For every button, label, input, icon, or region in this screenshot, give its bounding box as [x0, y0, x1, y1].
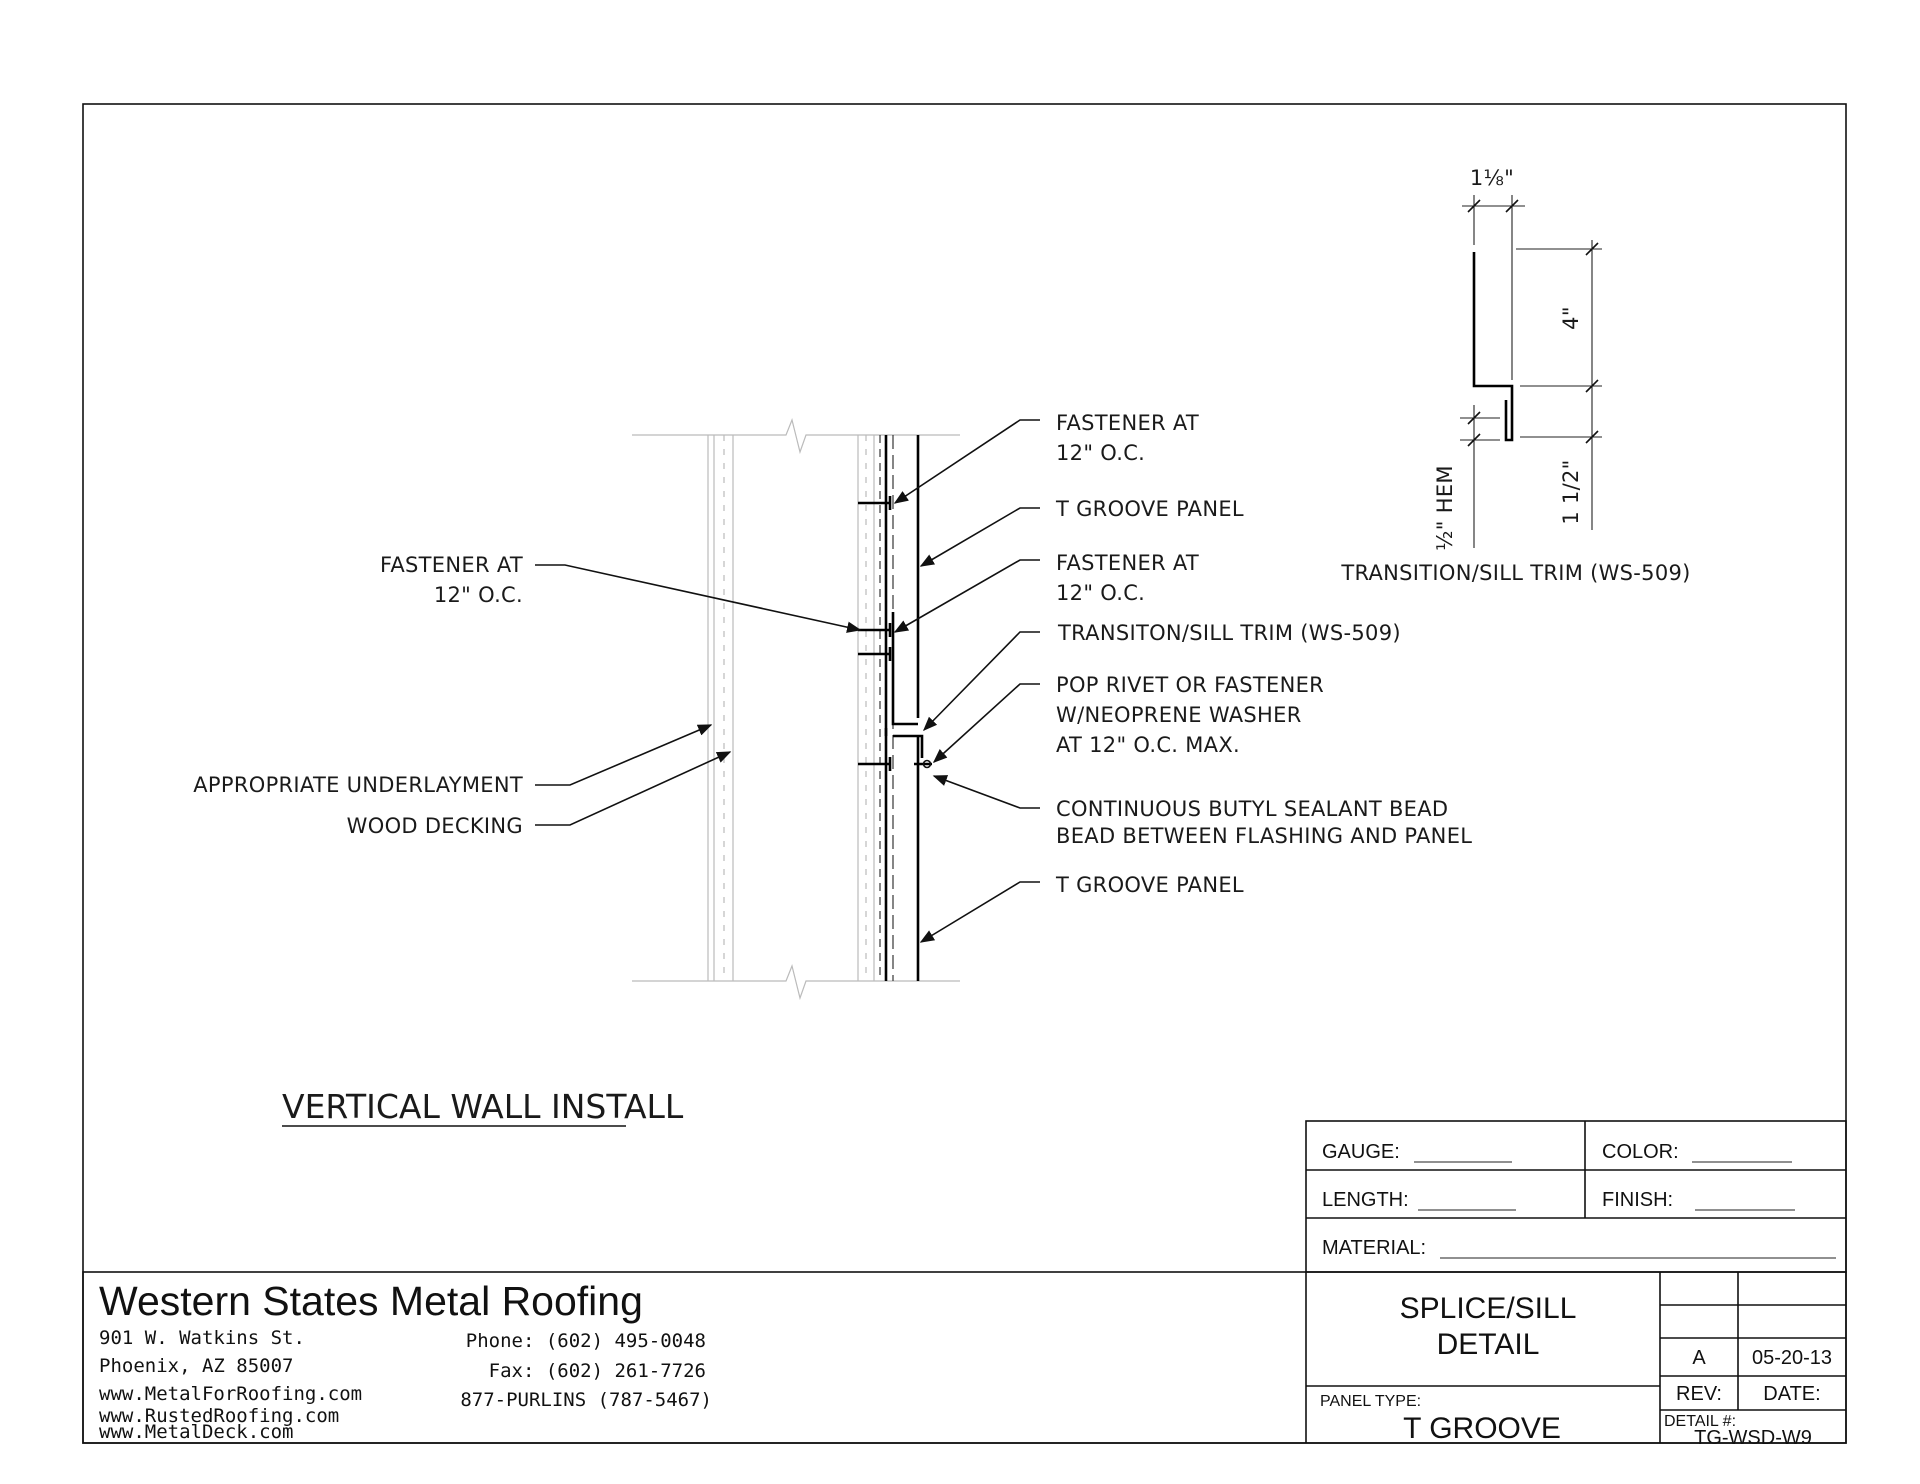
company-website[interactable]: www.RustedRoofing.com: [99, 1405, 339, 1427]
company-phone: Phone: (602) 495-0048: [466, 1330, 706, 1352]
callout-text: FASTENER AT: [1056, 551, 1199, 575]
wall-section: [632, 418, 960, 1001]
screw-icon: [858, 757, 892, 771]
callout-text: T GROOVE PANEL: [1055, 497, 1244, 521]
company-website[interactable]: www.MetalDeck.com: [99, 1421, 293, 1443]
t-groove-panel-shape: [884, 435, 920, 981]
callout-underlayment: APPROPRIATE UNDERLAYMENT: [193, 724, 713, 797]
callout-text: 12" O.C.: [434, 583, 523, 607]
rivet-icon: [914, 759, 932, 769]
drawing-title: VERTICAL WALL INSTALL: [282, 1087, 684, 1127]
title-block: GAUGE: COLOR: LENGTH: FINISH: MATERIAL:: [82, 1120, 1847, 1449]
company-info: Western States Metal Roofing 901 W. Watk…: [99, 1278, 712, 1443]
underlayment-layer: [857, 435, 881, 981]
company-tollfree: 877-PURLINS (787-5467): [460, 1389, 712, 1411]
screw-fasteners: [858, 496, 932, 771]
detail-number-value: TG-WSD-W9: [1694, 1427, 1812, 1449]
dim-height-text: 4": [1559, 306, 1583, 330]
callout-t-groove-panel-top: T GROOVE PANEL: [919, 497, 1244, 567]
callout-wood-decking: WOOD DECKING: [347, 751, 732, 838]
callout-text: FASTENER AT: [380, 553, 523, 577]
dim-bottom-text: 1 1/2": [1559, 459, 1583, 524]
length-field[interactable]: LENGTH:: [1322, 1189, 1516, 1211]
rev-label: REV:: [1676, 1383, 1722, 1405]
rev-value: A: [1692, 1347, 1706, 1369]
date-label: DATE:: [1763, 1383, 1820, 1405]
color-label: COLOR:: [1602, 1141, 1679, 1163]
detail-name: DETAIL: [1437, 1328, 1540, 1361]
callout-text: CONTINUOUS BUTYL SEALANT BEAD: [1056, 797, 1448, 821]
callout-fastener-left: FASTENER AT 12" O.C.: [380, 553, 862, 633]
callout-pop-rivet: POP RIVET OR FASTENER W/NEOPRENE WASHER …: [932, 673, 1324, 763]
callout-text: POP RIVET OR FASTENER: [1056, 673, 1324, 697]
callout-text: WOOD DECKING: [347, 814, 523, 838]
sill-trim-shape: [884, 612, 924, 758]
callout-t-groove-panel-bottom: T GROOVE PANEL: [919, 873, 1244, 943]
panel-type-label: PANEL TYPE:: [1320, 1393, 1421, 1410]
callout-text: APPROPRIATE UNDERLAYMENT: [193, 773, 523, 797]
callout-text: T GROOVE PANEL: [1055, 873, 1244, 897]
drawing-title-text: VERTICAL WALL INSTALL: [282, 1087, 684, 1126]
finish-field[interactable]: FINISH:: [1602, 1189, 1795, 1211]
panel-type-value: T GROOVE: [1403, 1412, 1561, 1445]
callout-text: W/NEOPRENE WASHER: [1056, 703, 1302, 727]
trim-profile-detail: 1⅛" 4" 1 1/2" ½" HEM TRANSITION/SILL TRI…: [1340, 166, 1690, 585]
trim-detail-label: TRANSITION/SILL TRIM (WS-509): [1340, 561, 1690, 585]
material-field[interactable]: MATERIAL:: [1322, 1237, 1836, 1259]
material-label: MATERIAL:: [1322, 1237, 1426, 1259]
trim-profile-shape: [1472, 252, 1514, 442]
company-address: Phoenix, AZ 85007: [99, 1355, 293, 1377]
gauge-label: GAUGE:: [1322, 1141, 1400, 1163]
dim-hem-text: ½" HEM: [1433, 465, 1457, 551]
break-line-top: [632, 418, 960, 455]
callout-fastener-top: FASTENER AT 12" O.C.: [893, 411, 1199, 504]
callout-butyl-sealant: CONTINUOUS BUTYL SEALANT BEAD BEAD BETWE…: [932, 775, 1472, 848]
callout-text: AT 12" O.C. MAX.: [1056, 733, 1240, 757]
date-value: 05-20-13: [1752, 1347, 1832, 1369]
callout-text: FASTENER AT: [1056, 411, 1199, 435]
gauge-field[interactable]: GAUGE:: [1322, 1141, 1512, 1163]
length-label: LENGTH:: [1322, 1189, 1409, 1211]
company-name: Western States Metal Roofing: [99, 1278, 643, 1324]
wood-decking-layer: [707, 435, 734, 981]
callout-text: 12" O.C.: [1056, 581, 1145, 605]
screw-icon: [858, 496, 892, 510]
finish-label: FINISH:: [1602, 1189, 1673, 1211]
screw-icon: [858, 647, 892, 661]
detail-name: SPLICE/SILL: [1400, 1292, 1577, 1325]
screw-icon: [858, 623, 892, 637]
company-fax: Fax: (602) 261-7726: [489, 1360, 706, 1382]
callout-fastener-mid: FASTENER AT 12" O.C.: [893, 551, 1199, 633]
company-website[interactable]: www.MetalForRoofing.com: [99, 1383, 362, 1405]
callout-text: TRANSITON/SILL TRIM (WS-509): [1057, 621, 1401, 645]
callout-transition-trim: TRANSITON/SILL TRIM (WS-509): [922, 621, 1401, 732]
company-address: 901 W. Watkins St.: [99, 1327, 305, 1349]
detail-number-label: DETAIL #:: [1664, 1413, 1736, 1430]
color-field[interactable]: COLOR:: [1602, 1141, 1792, 1163]
break-line-bottom: [632, 964, 960, 1001]
callout-text: BEAD BETWEEN FLASHING AND PANEL: [1056, 824, 1472, 848]
dim-top-text: 1⅛": [1470, 166, 1514, 190]
callout-text: 12" O.C.: [1056, 441, 1145, 465]
